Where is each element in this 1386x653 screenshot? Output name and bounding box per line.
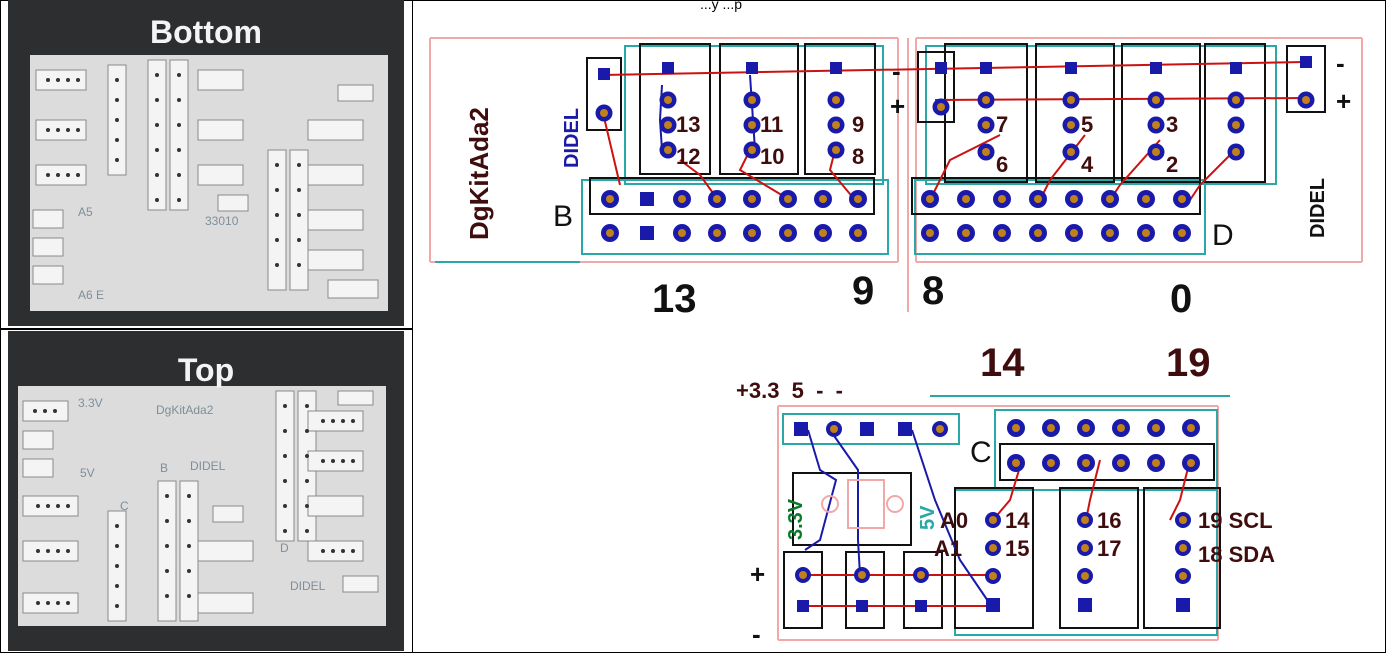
vertical-divider xyxy=(412,0,413,653)
range-b-start: 13 xyxy=(652,277,697,321)
upper-left-board xyxy=(429,37,1363,312)
pin-10: 10 xyxy=(760,144,784,169)
top-label: Top xyxy=(177,352,235,388)
lower-minus: - xyxy=(752,619,761,649)
board-title: DgKitAda2 xyxy=(464,107,494,240)
range-b-end: 9 xyxy=(852,269,874,313)
lower-plus: + xyxy=(750,559,765,589)
pin-16: 16 xyxy=(1097,508,1121,533)
bottom-board-image xyxy=(30,55,388,311)
range-d-start: 8 xyxy=(922,269,944,313)
top-photo: 3.3V 5V DgKitAda2 DIDEL C B D DIDEL xyxy=(8,331,404,651)
bottom-label: Bottom xyxy=(150,14,262,50)
top-mark-title: DgKitAda2 xyxy=(156,403,214,417)
top-mark-33v: 3.3V xyxy=(78,396,103,410)
a0-label: A0 xyxy=(940,508,968,533)
top-mark-b: B xyxy=(160,461,169,475)
range-d-end: 0 xyxy=(1170,277,1192,321)
pin-17: 17 xyxy=(1097,536,1121,561)
reg-5v-label: 5V xyxy=(917,505,939,530)
pin-18-sda: 18 SDA xyxy=(1198,542,1275,567)
port-b-label: B xyxy=(553,200,573,233)
pin-2: 2 xyxy=(1166,152,1178,177)
range-c-start: 14 xyxy=(980,341,1025,385)
caption: ...y ...p xyxy=(700,0,743,12)
bottom-photo: A5 A6 E 33010 xyxy=(8,0,404,326)
pin-13: 13 xyxy=(676,112,700,137)
pin-8: 8 xyxy=(852,144,864,169)
pin-3: 3 xyxy=(1166,112,1178,137)
top-mark-didel: DIDEL xyxy=(190,459,226,473)
didel-left-label: DIDEL xyxy=(561,108,583,168)
pin-9: 9 xyxy=(852,112,864,137)
top-board-image xyxy=(18,386,386,626)
bottom-mark-a6: A6 E xyxy=(78,288,105,302)
horizontal-divider xyxy=(0,328,412,330)
minus-left: - xyxy=(892,56,901,86)
minus-right: - xyxy=(1336,48,1345,78)
top-mark-didel-2: DIDEL xyxy=(290,579,326,593)
top-mark-5v: 5V xyxy=(80,466,95,480)
pin-12: 12 xyxy=(676,144,700,169)
pin-15: 15 xyxy=(1005,536,1029,561)
pin-6: 6 xyxy=(996,152,1008,177)
port-d-label: D xyxy=(1212,219,1234,252)
plus-left: + xyxy=(890,91,905,121)
range-c-end: 19 xyxy=(1166,341,1211,385)
pin-14: 14 xyxy=(1005,508,1030,533)
pin-7: 7 xyxy=(996,112,1008,137)
top-mark-d: D xyxy=(280,541,289,555)
pin-4: 4 xyxy=(1081,152,1094,177)
reg-33v-label: 3.3V xyxy=(785,498,807,540)
pin-11: 11 xyxy=(760,112,783,137)
bottom-mark-code: 33010 xyxy=(205,214,239,228)
didel-right-label: DIDEL xyxy=(1307,178,1329,238)
port-c-label: C xyxy=(970,436,992,469)
bottom-mark-a5: A5 xyxy=(78,205,93,219)
top-mark-c: C xyxy=(120,499,129,513)
a1-label: A1 xyxy=(934,536,962,561)
plus-right: + xyxy=(1336,86,1351,116)
supply-labels: +3.3 5 - - xyxy=(736,378,843,403)
pin-19-scl: 19 SCL xyxy=(1198,508,1273,533)
pin-5: 5 xyxy=(1081,112,1093,137)
